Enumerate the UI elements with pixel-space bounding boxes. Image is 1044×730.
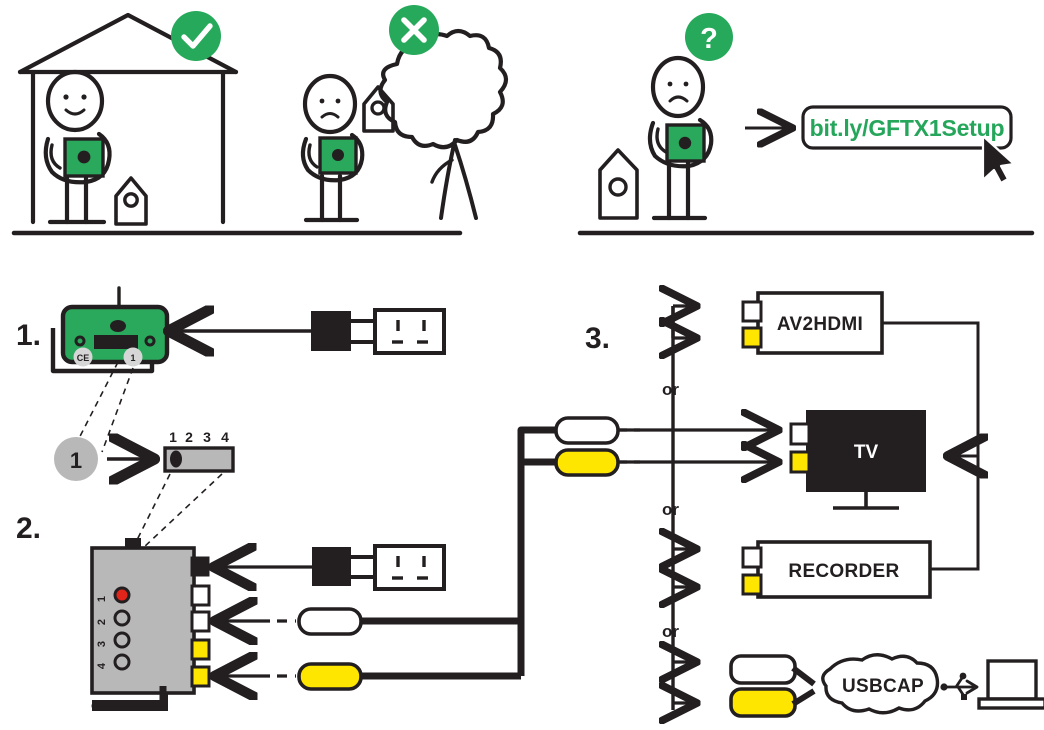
tv-port-yellow	[789, 450, 811, 474]
led-label-4: 4	[96, 662, 108, 669]
cable-riser	[517, 416, 620, 676]
leader-line-a	[71, 361, 119, 453]
question-circle-icon: ?	[685, 13, 733, 61]
dip-leader-b	[142, 473, 223, 549]
ce-badge-label: CE	[77, 353, 90, 363]
av2hdmi-port-yellow	[741, 326, 763, 349]
power-plug-icon-2	[312, 547, 373, 586]
rca-plug-white-step3	[554, 416, 620, 445]
receiver-antenna-nub	[125, 538, 141, 549]
scene-good-placement	[11, 11, 463, 236]
transmitter-screw-right	[144, 335, 156, 347]
person-sad	[300, 73, 365, 223]
recorder-label: RECORDER	[788, 561, 899, 582]
power-plug-icon	[311, 311, 374, 351]
led-2	[113, 609, 131, 627]
rca-plug-white-usb	[729, 654, 797, 685]
receiver-port-yellow-a	[190, 638, 211, 661]
led-label-3: 3	[96, 641, 108, 647]
wall-outlet-icon	[373, 308, 446, 355]
recorder-box	[756, 540, 932, 599]
recorder-port-white	[741, 546, 763, 569]
rca-connector-white-step2	[297, 607, 363, 636]
bird-feeder-icon-indoor	[114, 176, 148, 226]
step-1-group: CE 1 1	[50, 286, 446, 549]
av2hdmi-port-white	[741, 300, 763, 323]
hdmi-line-recorder	[930, 456, 980, 571]
tv-box	[806, 410, 926, 492]
bird-feeder-icon-tree	[362, 85, 395, 133]
receiver-port-white-a	[190, 584, 211, 607]
dip-leader-a	[132, 473, 171, 549]
mouse-pointer-icon	[981, 134, 1016, 185]
bird-feeder-icon-help	[598, 148, 639, 220]
transmitter-display	[94, 335, 138, 349]
usbcap-bubble: USBCAP	[821, 653, 940, 715]
recorder-port-yellow	[741, 573, 763, 596]
tree-icon	[378, 28, 509, 220]
rca-plug-yellow-usb	[729, 687, 797, 718]
led-4	[113, 653, 131, 671]
dip-label-4: 4	[221, 429, 229, 445]
rca-plug-yellow-step3	[554, 448, 620, 477]
step-2-number: 2.	[16, 512, 41, 545]
or-label-1: or	[662, 380, 679, 399]
scene-bad-placement	[300, 5, 509, 223]
or-label-3: or	[662, 622, 679, 641]
or-label-2: or	[662, 500, 679, 519]
tv-port-white	[789, 422, 811, 446]
step-1-number: 1.	[16, 319, 41, 352]
dip-label-2: 2	[185, 429, 193, 445]
rca-connector-yellow-step2	[297, 662, 363, 691]
lens-icon	[110, 320, 126, 332]
camera-device	[63, 137, 105, 178]
scene-help-url: ?	[577, 13, 1035, 236]
person-happy	[43, 69, 112, 225]
laptop-icon	[977, 659, 1044, 710]
usb-icon	[940, 672, 979, 700]
receiver-port-white-b	[190, 610, 211, 633]
hdmi-line-av2hdmi	[882, 321, 978, 456]
transmitter-screw-left	[74, 335, 86, 347]
step-3-group: or AV2HDMI TV or RECORDER or	[618, 293, 1044, 716]
step-3-number: 3.	[585, 322, 610, 355]
av2hdmi-label: AV2HDMI	[777, 314, 863, 335]
led-label-1: 1	[96, 596, 108, 602]
led-3	[113, 631, 131, 649]
url-label: bit.ly/GFTX1Setup	[810, 115, 1005, 141]
usbcap-label: USBCAP	[842, 676, 924, 697]
wall-outlet-icon-2	[373, 544, 446, 591]
led-1	[113, 586, 131, 604]
url-button[interactable]	[801, 105, 1013, 150]
receiver-port-yellow-b	[190, 665, 211, 688]
leader-line-b	[101, 367, 134, 453]
svg-text:?: ?	[700, 23, 718, 55]
callout-badge-1	[54, 437, 98, 481]
dip-switch-toggle[interactable]	[170, 450, 182, 468]
dip-label-3: 3	[203, 429, 211, 445]
port-badge-1	[123, 347, 143, 367]
led-label-2: 2	[96, 619, 108, 625]
ce-badge	[73, 347, 93, 367]
check-circle-icon	[171, 11, 221, 61]
receiver-power-port	[190, 556, 210, 577]
dip-switch[interactable]	[163, 446, 235, 473]
port-badge-1-label: 1	[130, 353, 135, 363]
callout-badge-1-label: 1	[70, 448, 82, 473]
step-2-group: 1 2 3 4	[90, 538, 521, 711]
dip-label-1: 1	[169, 429, 177, 445]
person-confused	[647, 55, 714, 221]
tv-label: TV	[854, 442, 879, 463]
cross-circle-icon	[389, 5, 439, 55]
